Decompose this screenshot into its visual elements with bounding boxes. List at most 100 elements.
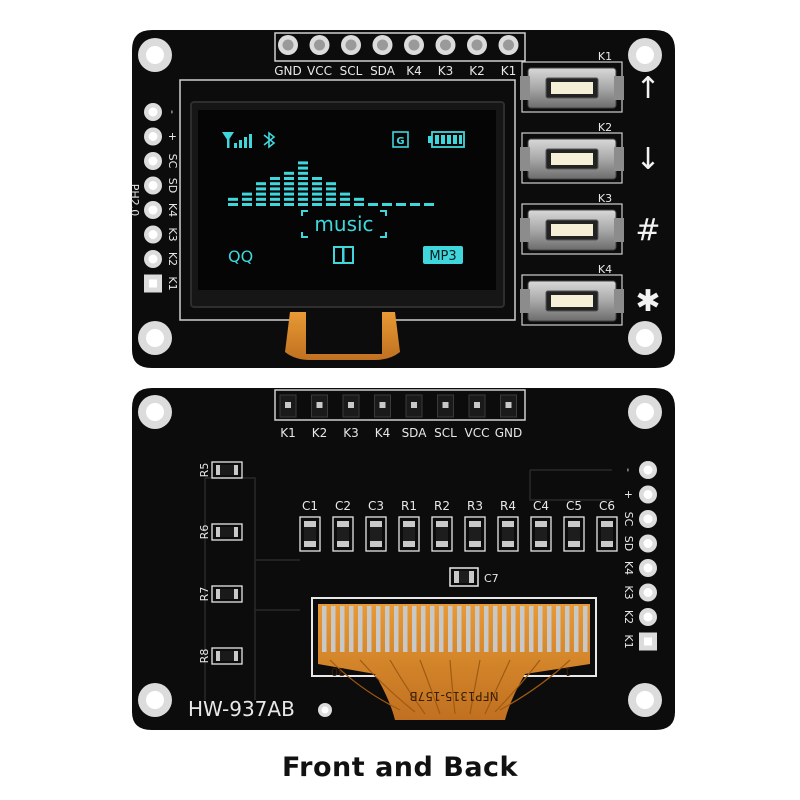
resistor: R7 — [198, 585, 243, 603]
music-label: music — [314, 212, 373, 236]
pin-label: K2 — [312, 426, 328, 440]
side-pin-label: + — [622, 490, 635, 499]
tactile-switch[interactable] — [520, 61, 624, 113]
smd-component: C1 — [299, 499, 321, 552]
side-pin-label: K2 — [622, 610, 635, 624]
flex-part-code: NFP1315-157B — [409, 689, 498, 703]
smd-component: C2 — [332, 499, 354, 552]
flex-finger — [493, 606, 498, 652]
tactile-switch[interactable] — [520, 203, 624, 255]
tactile-switch[interactable] — [520, 274, 624, 326]
flex-finger — [358, 606, 363, 652]
flex-finger — [322, 606, 327, 652]
flex-finger — [340, 606, 345, 652]
resistor-label: R8 — [198, 649, 211, 664]
smd-component: R1 — [398, 499, 420, 552]
pin-label: K3 — [438, 64, 454, 78]
side-pin — [639, 485, 657, 504]
smd-label: C2 — [335, 499, 351, 513]
eq-bar — [410, 203, 420, 206]
equalizer-visualizer — [228, 161, 434, 206]
smd-component: R3 — [464, 499, 486, 552]
tactile-switch[interactable] — [520, 132, 624, 184]
eq-bar — [284, 171, 294, 206]
resistor: R6 — [198, 523, 243, 541]
flex-finger — [529, 606, 534, 652]
side-pin-label: SD — [166, 178, 179, 193]
flex-finger — [331, 606, 336, 652]
side-pin-label: SC — [622, 512, 635, 527]
eq-bar — [424, 203, 434, 206]
resistor: R8 — [198, 647, 243, 665]
flex-finger — [385, 606, 390, 652]
key-label: K2 — [598, 121, 612, 134]
flex-cable: 30 1 NFP1315-157B — [311, 597, 597, 720]
smd-component: C3 — [365, 499, 387, 552]
flex-finger — [394, 606, 399, 652]
pause-icon — [333, 246, 354, 264]
side-pin-label: K3 — [166, 227, 179, 241]
bluetooth-icon — [263, 131, 276, 149]
header-pin — [279, 394, 297, 418]
side-pin — [144, 103, 162, 121]
smd-label: R2 — [434, 499, 450, 513]
side-pin — [639, 461, 657, 479]
c7-capacitor: C7 — [449, 567, 499, 587]
smd-label: C6 — [599, 499, 615, 513]
smd-label: R1 — [401, 499, 417, 513]
side-pin — [639, 510, 657, 528]
eq-bar — [298, 161, 308, 206]
flex-finger — [349, 606, 354, 652]
header-pin — [405, 394, 423, 418]
side-pin — [144, 176, 162, 195]
smd-component: R4 — [497, 499, 519, 552]
header-pin — [309, 35, 330, 55]
pin-label: VCC — [307, 64, 332, 78]
flex-finger — [430, 606, 435, 652]
ph-label: PH2.0 — [128, 184, 141, 216]
battery-icon — [428, 131, 465, 148]
model-number: HW-937AB — [188, 697, 295, 721]
side-pin-label: + — [166, 132, 179, 141]
flex-finger — [565, 606, 570, 652]
flex-finger — [421, 606, 426, 652]
eq-bar — [256, 182, 266, 206]
flex-finger — [547, 606, 552, 652]
side-pin-label: K2 — [166, 252, 179, 266]
flex-finger — [583, 606, 588, 652]
smd-label: R3 — [467, 499, 483, 513]
flex-finger — [412, 606, 417, 652]
back-mount-holes — [138, 395, 662, 717]
flex-finger — [367, 606, 372, 652]
side-pin — [639, 632, 657, 651]
eq-bar — [228, 197, 238, 206]
qq-app-label: QQ — [228, 247, 253, 266]
flex-finger — [439, 606, 444, 652]
flex-pin-end-label: 1 — [564, 665, 571, 678]
side-pin-label: K1 — [166, 276, 179, 290]
key-symbol-icon: ↓ — [635, 142, 660, 177]
side-pin-label: - — [166, 110, 179, 114]
back-top-pin-row — [279, 394, 517, 418]
key-label: K3 — [598, 192, 612, 205]
flex-finger — [502, 606, 507, 652]
header-pin — [437, 394, 454, 418]
eq-bar — [242, 192, 252, 206]
pin-label: K3 — [343, 426, 359, 440]
header-pin — [342, 394, 360, 418]
pin-label: K1 — [501, 64, 517, 78]
header-pin — [500, 394, 517, 418]
side-pin-label: K1 — [622, 634, 635, 648]
eq-bar — [326, 182, 336, 206]
svg-text:MP3: MP3 — [429, 249, 456, 264]
header-pin — [372, 35, 393, 55]
flex-finger — [448, 606, 453, 652]
smd-component: C6 — [596, 499, 618, 552]
flex-finger — [538, 606, 543, 652]
